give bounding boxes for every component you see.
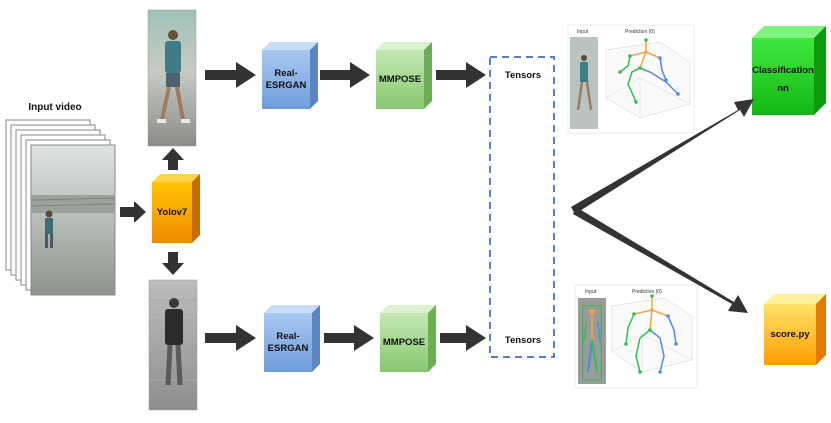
- flow-arrows: [120, 62, 754, 351]
- real-esrgan-top-line1: Real-: [274, 68, 298, 79]
- score-py-label: score.py: [770, 329, 810, 340]
- arrow-crop-bottom-to-esrgan: [205, 325, 256, 351]
- real-esrgan-bottom-box: [264, 305, 320, 372]
- top-viz-input-caption: Input: [577, 29, 589, 35]
- arrow-yolo-down: [162, 252, 184, 275]
- input-frame-image: [30, 144, 116, 296]
- mmpose-top-label: MMPOSE: [378, 74, 422, 85]
- top-viz-prediction-caption: Prediction (0): [625, 29, 655, 35]
- yolov7-label: Yolov7: [156, 207, 188, 218]
- real-esrgan-top-label: Real- ESRGAN: [258, 68, 314, 92]
- classification-nn-box: [752, 26, 826, 115]
- arrow-mmpose-top-to-tensors: [436, 62, 486, 88]
- input-person-figure: [45, 210, 53, 248]
- bottom-viz-prediction-caption: Prediction (0): [632, 289, 662, 295]
- tensors-bottom-label: Tensors: [504, 335, 542, 346]
- real-esrgan-bottom-line1: Real-: [276, 331, 300, 342]
- arrow-esrgan-bottom-to-mmpose: [324, 325, 374, 351]
- real-esrgan-top-box: [262, 42, 318, 109]
- bottom-viz-input-caption: Input: [585, 289, 597, 295]
- arrow-yolo-up: [162, 148, 184, 170]
- classification-line1: Classification: [752, 65, 814, 76]
- mmpose-top-box: [376, 42, 432, 109]
- score-py-box: [764, 294, 826, 365]
- arrow-to-classification: [571, 99, 754, 214]
- tensors-container: [489, 56, 555, 358]
- mmpose-bottom-label: MMPOSE: [382, 337, 426, 348]
- classification-nn-label: Classification nn: [748, 65, 818, 95]
- yolov7-box: [152, 174, 200, 243]
- top-pose-visualization: [567, 24, 695, 134]
- tensors-top-label: Tensors: [504, 70, 542, 81]
- classification-line2: nn: [777, 83, 789, 94]
- real-esrgan-bottom-label: Real- ESRGAN: [260, 331, 316, 355]
- arrow-crop-top-to-esrgan: [205, 62, 256, 88]
- bottom-person-crop: [148, 279, 198, 411]
- input-video-label: Input video: [28, 102, 82, 113]
- arrow-input-to-yolo: [120, 201, 146, 223]
- bottom-pose-visualization: [574, 284, 698, 389]
- arrow-to-score: [573, 207, 748, 313]
- real-esrgan-top-line2: ESRGAN: [265, 80, 307, 91]
- arrow-esrgan-top-to-mmpose: [320, 62, 370, 88]
- mmpose-bottom-box: [380, 305, 436, 372]
- input-video-stack: [5, 119, 116, 296]
- real-esrgan-bottom-line2: ESRGAN: [267, 343, 309, 354]
- top-person-crop: [147, 9, 197, 147]
- arrow-mmpose-bottom-to-tensors: [440, 325, 486, 351]
